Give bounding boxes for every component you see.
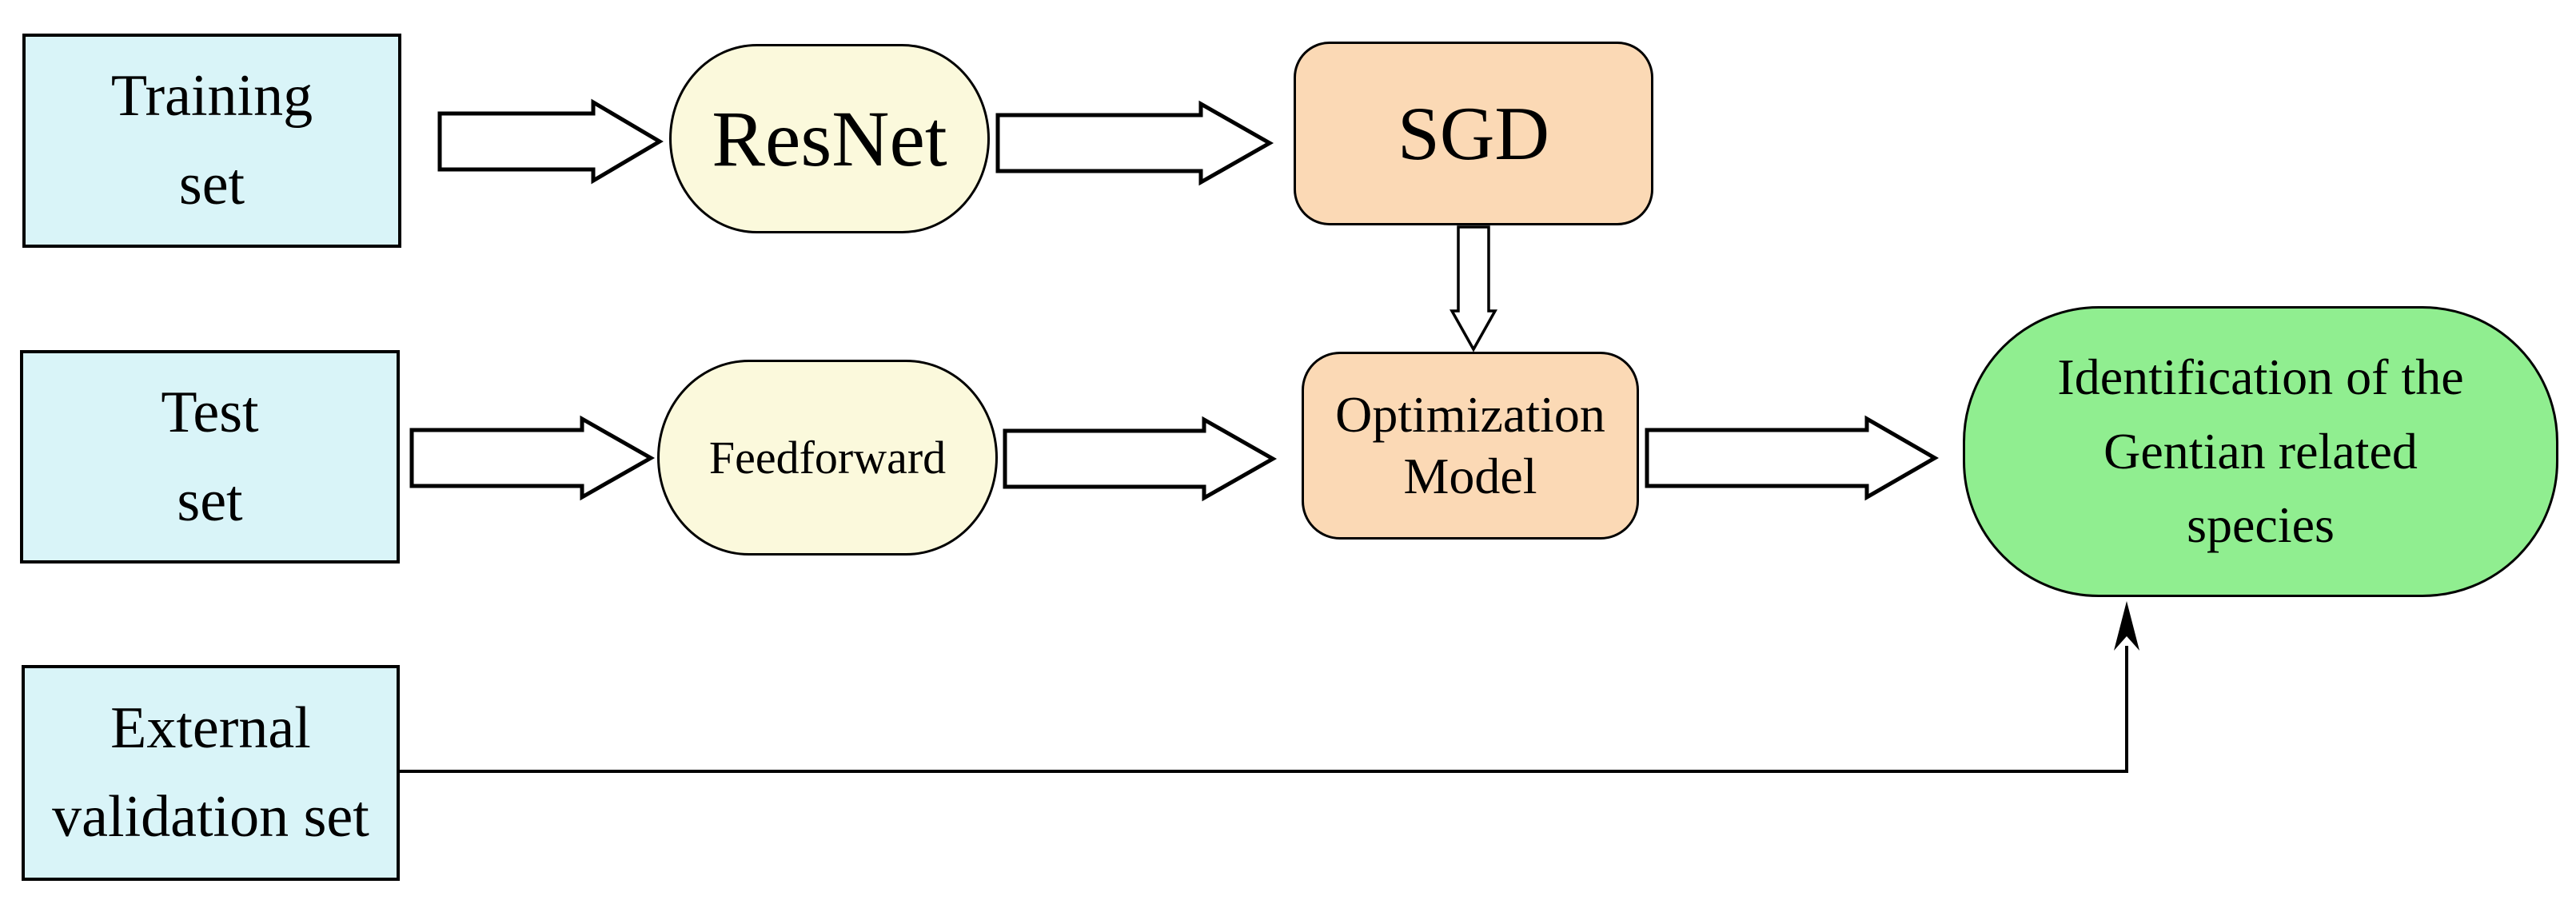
node-test-set-line1: Test xyxy=(161,379,259,445)
block-arrow-resnet-to-sgd xyxy=(995,100,1274,186)
node-test-set: Test set xyxy=(20,350,400,564)
block-arrow-optimization-to-result xyxy=(1645,415,1940,501)
node-resnet: ResNet xyxy=(669,44,990,233)
node-sgd: SGD xyxy=(1294,42,1653,225)
node-sgd-label: SGD xyxy=(1397,90,1550,176)
block-arrow-training-to-resnet xyxy=(437,98,664,185)
node-identification-result-line3: species xyxy=(2187,496,2335,554)
node-feedforward-label: Feedforward xyxy=(708,432,947,484)
block-arrow-sgd-to-optimization xyxy=(1449,225,1497,352)
node-identification-result: Identification of the Gentian related sp… xyxy=(1963,306,2558,597)
node-training-set-line1: Training xyxy=(110,63,313,129)
node-external-validation-set-line2: validation set xyxy=(52,784,369,850)
node-optimization-model-line2: Model xyxy=(1403,447,1537,504)
node-training-set: Training set xyxy=(22,34,401,248)
node-training-set-line2: set xyxy=(178,152,245,217)
block-arrow-test-to-feedforward xyxy=(409,415,656,501)
node-external-validation-set-line1: External xyxy=(110,695,311,761)
node-optimization-model-line1: Optimization xyxy=(1335,385,1605,443)
node-test-set-line2: set xyxy=(177,468,243,534)
thin-arrow-external-to-result-head xyxy=(2114,601,2139,651)
block-arrow-feedforward-to-optimization xyxy=(1003,416,1278,502)
node-optimization-model: Optimization Model xyxy=(1302,352,1639,540)
node-resnet-label: ResNet xyxy=(712,94,947,183)
node-feedforward: Feedforward xyxy=(657,360,998,556)
thin-arrow-external-to-result-line xyxy=(400,646,2128,773)
node-identification-result-line1: Identification of the xyxy=(2057,348,2464,405)
node-external-validation-set: External validation set xyxy=(22,665,400,881)
node-identification-result-line2: Gentian related xyxy=(2103,422,2418,480)
